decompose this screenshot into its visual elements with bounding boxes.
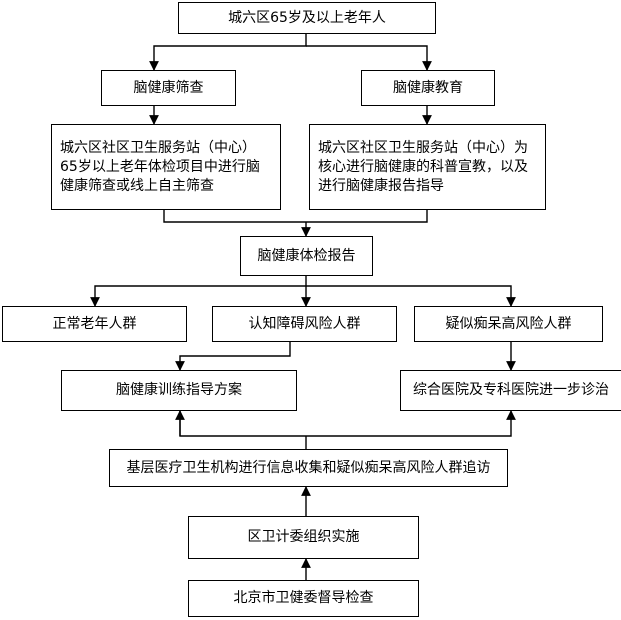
node-education: 脑健康教育 [361,70,495,106]
node-screening-detail: 城六区社区卫生服务站（中心）65岁以上老年体检项目中进行脑健康筛查或线上自主筛查 [51,124,281,210]
arrow-elderly-to-screening [149,34,307,71]
node-education-detail-label: 城六区社区卫生服务站（中心）为核心进行脑健康的科普宣教，以及进行脑健康报告指导 [318,139,528,194]
node-district: 区卫计委组织实施 [188,516,419,559]
node-screening-label: 脑健康筛查 [133,79,204,96]
node-city-label: 北京市卫健委督导检查 [233,590,374,606]
arrow-report-to-normal [90,276,307,307]
node-hospital-label: 综合医院及专科医院进一步诊治 [413,382,609,398]
node-followup: 基层医疗卫生机构进行信息收集和疑似痴呆高风险人群追访 [109,449,508,487]
arrow-followup-to-training-hospital [179,411,511,449]
arrow-mci-to-training [175,342,291,371]
node-training-label: 脑健康训练指导方案 [116,382,242,398]
node-education-detail: 城六区社区卫生服务站（中心）为核心进行脑健康的科普宣教，以及进行脑健康报告指导 [309,124,546,210]
arrow-elderly-to-education [306,45,432,71]
node-screening: 脑健康筛查 [101,70,236,106]
node-followup-label: 基层医疗卫生机构进行信息收集和疑似痴呆高风险人群追访 [126,459,491,476]
node-normal-label: 正常老年人群 [52,315,137,332]
node-mci: 认知障碍风险人群 [212,306,397,342]
node-training: 脑健康训练指导方案 [61,370,297,411]
node-elderly: 城六区65岁及以上老年人 [178,2,436,34]
node-city: 北京市卫健委督导检查 [188,580,419,617]
node-dementia: 疑似痴呆高风险人群 [414,306,603,342]
node-district-label: 区卫计委组织实施 [247,529,360,545]
node-normal: 正常老年人群 [2,306,187,342]
node-education-label: 脑健康教育 [393,79,463,96]
node-dementia-label: 疑似痴呆高风险人群 [445,315,572,332]
node-report-label: 脑健康体检报告 [257,247,356,264]
arrow-details-to-report [163,210,428,236]
node-report: 脑健康体检报告 [240,236,373,276]
arrow-report-to-dementia [306,285,516,307]
node-screening-detail-label: 城六区社区卫生服务站（中心）65岁以上老年体检项目中进行脑健康筛查或线上自主筛查 [60,139,260,194]
node-elderly-label: 城六区65岁及以上老年人 [228,9,386,26]
node-hospital: 综合医院及专科医院进一步诊治 [400,370,621,411]
node-mci-label: 认知障碍风险人群 [248,315,361,332]
